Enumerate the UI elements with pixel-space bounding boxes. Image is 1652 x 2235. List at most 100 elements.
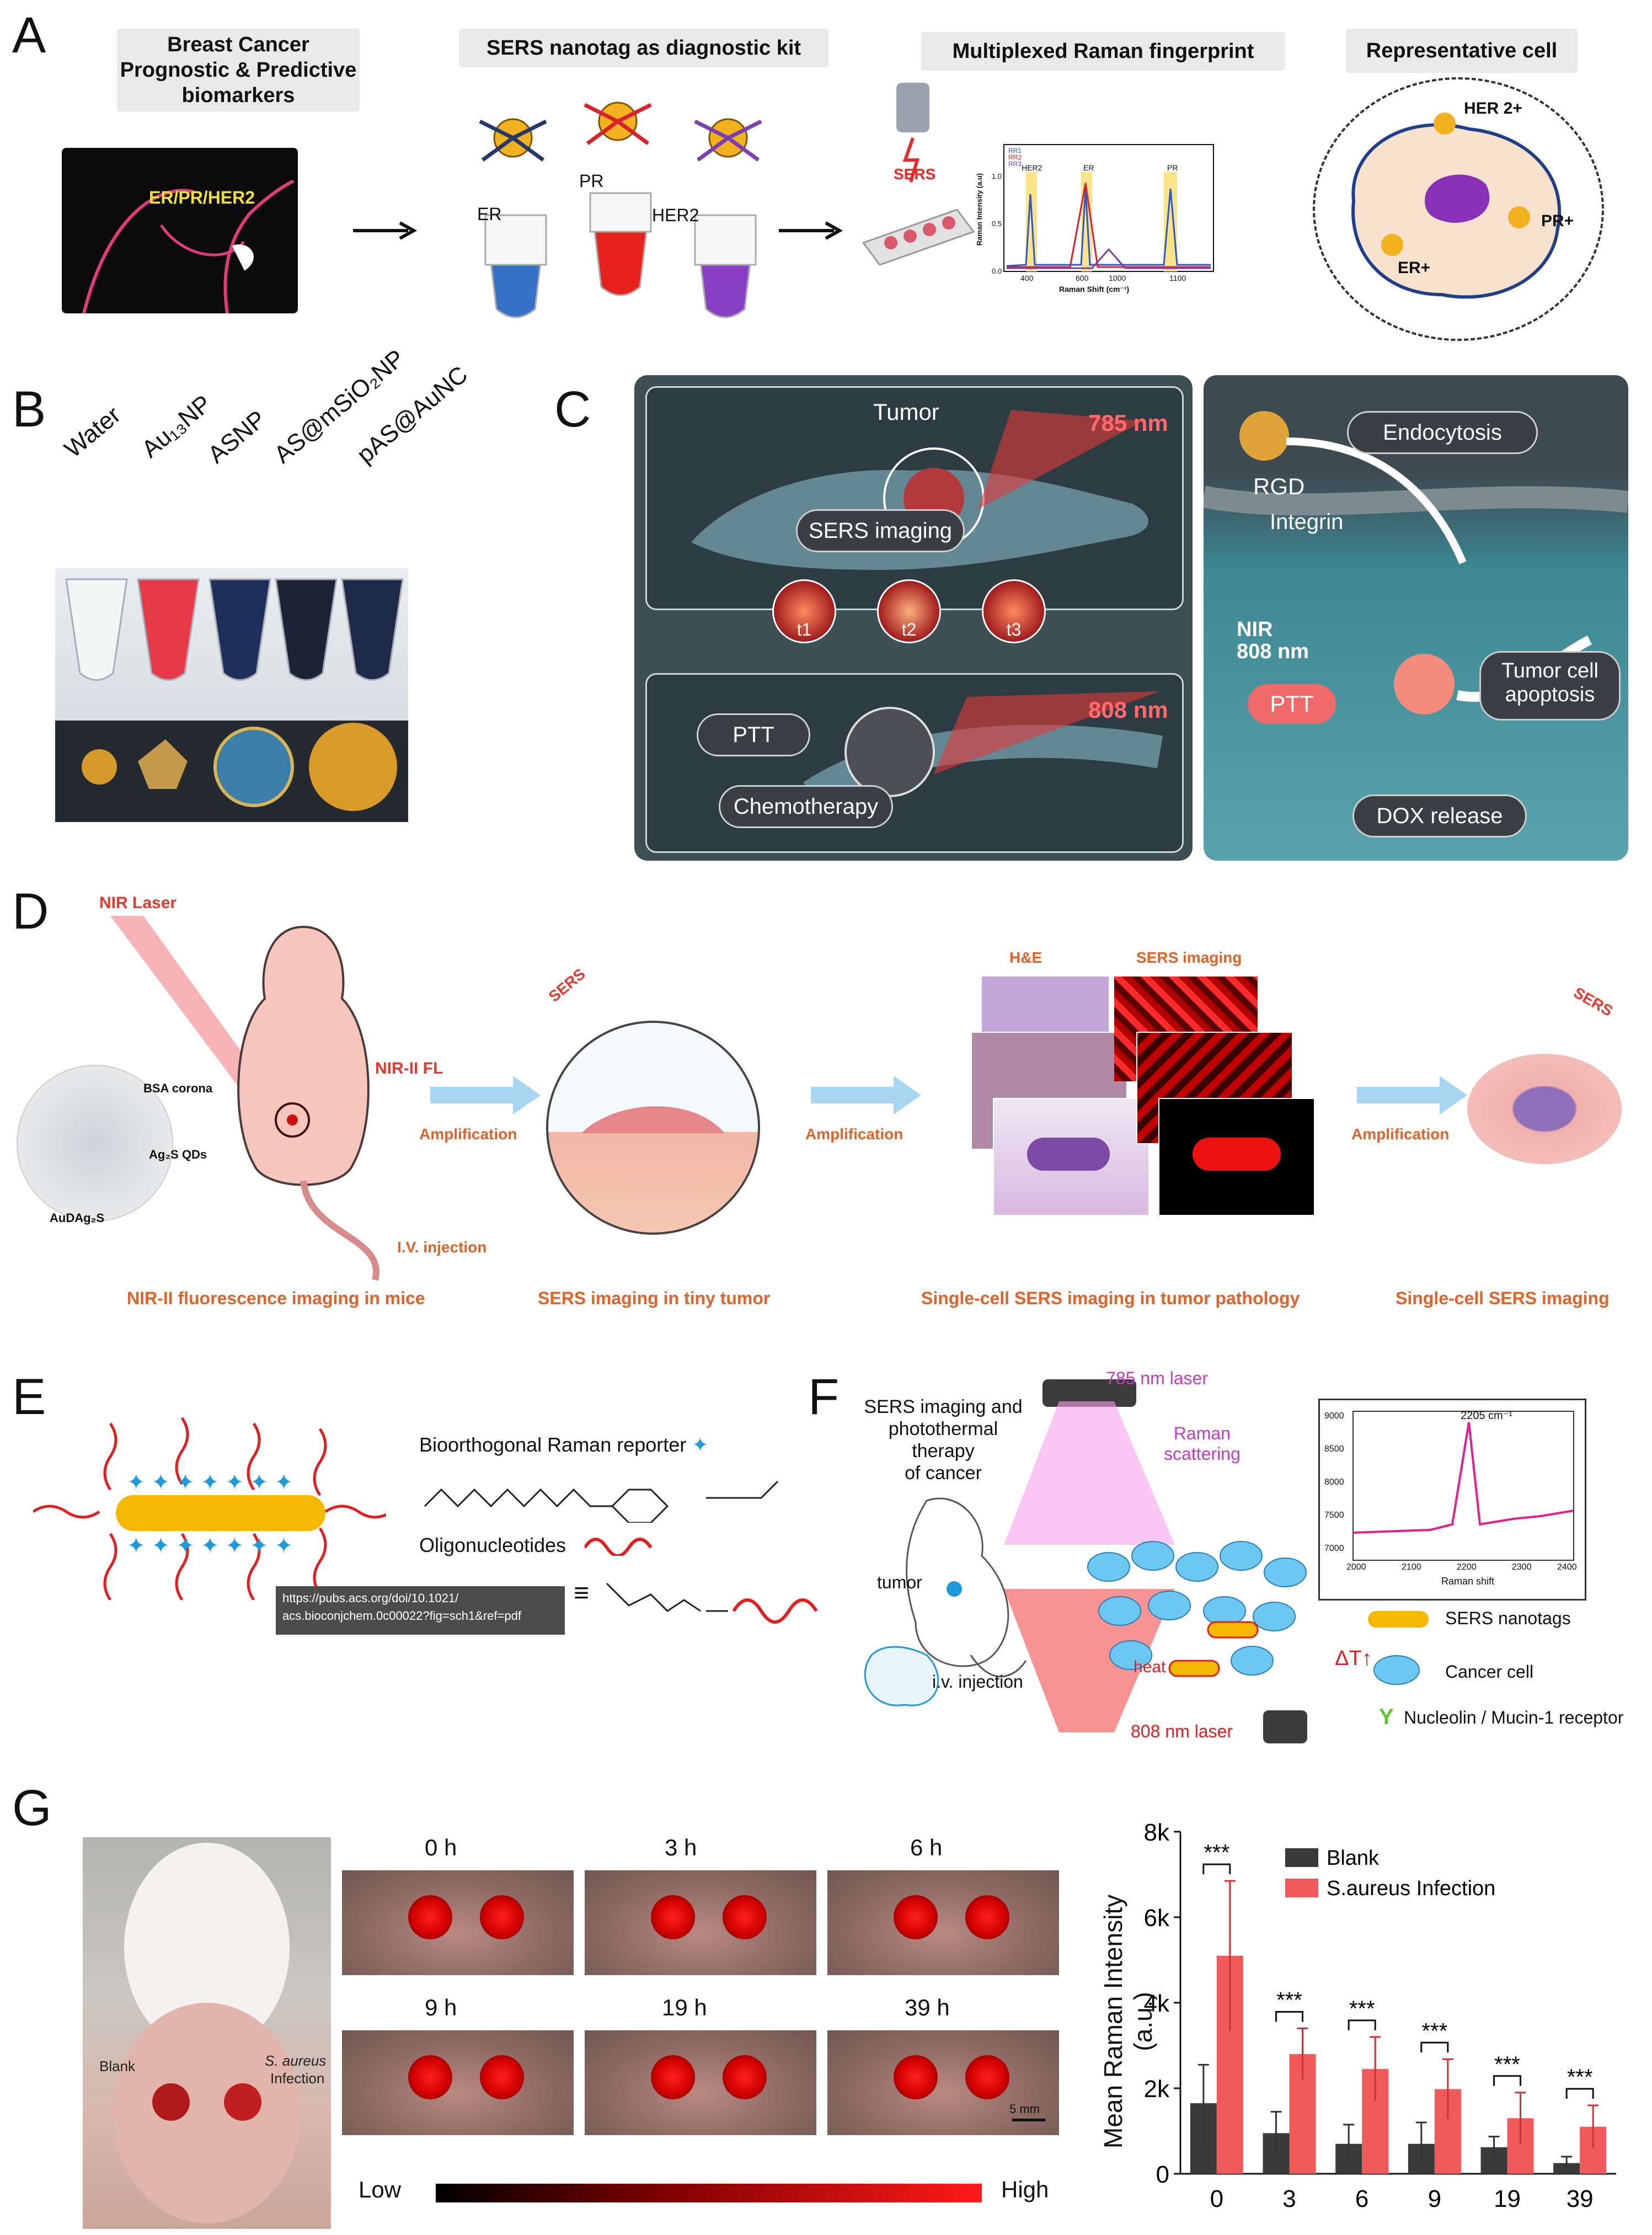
image-0h — [342, 1870, 574, 1975]
label-t3: t3 — [1006, 620, 1022, 639]
therapy-drawing — [803, 691, 1163, 810]
cancer-cells-cluster — [1087, 1541, 1307, 1677]
f-title-1: SERS imaging and — [864, 1396, 1023, 1417]
label-asnp: ASNP — [202, 405, 271, 469]
ytick-0: 0.0 — [992, 267, 1002, 275]
panel-label-b: B — [12, 381, 46, 438]
audag2s-nanoparticle — [17, 1065, 173, 1221]
breast-illustration: ER/PR/HER2 — [62, 148, 298, 314]
apoptosis-pill: Tumor cell apoptosis — [1479, 651, 1621, 721]
reporter-structure — [424, 1480, 779, 1523]
stained-cell — [1027, 1138, 1110, 1171]
sers-cell-spot — [1193, 1138, 1281, 1171]
legend-receptor-icon: Y — [1379, 1705, 1394, 1729]
caption-single-cell: Single-cell SERS imaging — [1396, 1288, 1610, 1308]
time-19h: 19 h — [662, 1994, 707, 2020]
scale-bar — [1012, 2119, 1045, 2121]
spot-blank — [894, 1895, 938, 1939]
y-tick-label: 8k — [1144, 1819, 1170, 1846]
nanorod-drawing: ✦ ✦ ✦ ✦ ✦ ✦ ✦✦ ✦ ✦ ✦ ✦ ✦ ✦ — [32, 1417, 393, 1601]
laser-808-label: 808 nm laser — [1131, 1721, 1233, 1741]
time-39h: 39 h — [905, 1994, 950, 2020]
spot-infection — [480, 1895, 524, 1939]
label-t1: t1 — [796, 620, 812, 639]
y-tick-label: 0 — [1156, 2161, 1169, 2188]
raman-scattering-label: Raman scattering — [1164, 1423, 1241, 1464]
blank-label: Blank — [99, 2058, 136, 2074]
url-line-2: acs.bioconjchem.0c00022?fig=sch1&ref=pdf — [282, 1609, 521, 1623]
inset-xtick-2000: 2000 — [1346, 1562, 1366, 1572]
f-title: SERS imaging and photothermal therapy of… — [855, 1396, 1031, 1484]
spot-blank — [894, 2055, 938, 2099]
laser-785: 785 nm — [1088, 410, 1168, 436]
mechanism-panel: Endocytosis RGD Integrin NIR 808 nm PTT … — [1204, 375, 1628, 861]
significance-bracket — [1275, 2011, 1303, 2022]
raman-line-1: Raman — [1173, 1423, 1231, 1443]
tiny-tumor-image — [546, 1021, 760, 1235]
tumor-label: Tumor — [873, 399, 939, 425]
diagnostic-kit-title: SERS nanotag as diagnostic kit — [486, 36, 801, 60]
biomarker-line-3: biomarkers — [181, 84, 295, 107]
laser-808-emitter — [1263, 1710, 1307, 1743]
label-t2: t2 — [901, 620, 917, 639]
cell-label-her2: HER 2+ — [1464, 99, 1522, 118]
mouse-imaging-box: Tumor 785 nm SERS imaging — [645, 386, 1184, 610]
x-tick-label: 9 — [1428, 2185, 1441, 2212]
mouse-photo: Blank S. aureus Infection — [83, 1837, 331, 2229]
colorbar-low: Low — [359, 2177, 402, 2202]
arrow-right-icon — [353, 221, 418, 240]
significance-bracket — [1565, 2088, 1594, 2099]
legend-label-blank: Blank — [1327, 1847, 1380, 1870]
x-tick-label: 6 — [1355, 2185, 1368, 2212]
nir-label: NIR — [1237, 618, 1273, 641]
delta-t-label: ΔT↑ — [1335, 1647, 1372, 1670]
time-9h: 9 h — [425, 1994, 457, 2020]
tubes-drawing — [479, 102, 762, 318]
raman-title: Multiplexed Raman fingerprint — [952, 40, 1254, 63]
significance-bracket — [1348, 2019, 1376, 2030]
laser-beams — [1004, 1401, 1175, 1732]
tube-label-her2: HER2 — [652, 205, 699, 225]
label-water: Water — [59, 401, 126, 463]
nir-fl-label: NIR-II FL — [375, 1059, 443, 1078]
oligo-label: Oligonucleotides — [419, 1534, 566, 1557]
ptt-badge: PTT — [1248, 684, 1336, 724]
sers-reader: SERS — [858, 77, 979, 309]
tube-photo-panel: Water Au₁₃NP ASNP AS@mSiO₂NP pAS@AuNC — [55, 344, 473, 828]
significance-bracket — [1202, 1863, 1231, 1875]
spot-infection — [723, 1895, 767, 1939]
time-6h: 6 h — [910, 1834, 943, 1860]
inset-ytick-7500: 7500 — [1324, 1511, 1344, 1520]
chemotherapy-pill: Chemotherapy — [719, 785, 893, 828]
x-tick-label: 0 — [1210, 2185, 1223, 2212]
apoptosis-line-2: apoptosis — [1505, 683, 1595, 706]
endocytosis-pill: Endocytosis — [1347, 411, 1538, 454]
peak-pr: PR — [1167, 163, 1178, 172]
colorbar-high: High — [1001, 2177, 1049, 2202]
amplification-arrow-2-icon — [811, 1076, 921, 1114]
amplification-arrow-3-icon — [1357, 1076, 1467, 1114]
tumor-bump — [581, 1106, 725, 1133]
spot-infection — [965, 1895, 1009, 1939]
significance-label: *** — [1421, 2019, 1447, 2043]
amplification-label-2: Amplification — [805, 1125, 903, 1143]
image-39h: 5 mm — [827, 2030, 1059, 2135]
time-0h: 0 h — [425, 1834, 457, 1860]
legend-swatch-infection — [1285, 1879, 1318, 1897]
inset-xtick-2300: 2300 — [1512, 1562, 1532, 1572]
f-title-3: of cancer — [905, 1463, 982, 1484]
tube-label-pr: PR — [579, 171, 604, 191]
spectrum-ylabel: Raman Intensity (a.u) — [975, 173, 984, 246]
significance-label: *** — [1276, 1988, 1302, 2013]
panel-label-f: F — [808, 1369, 840, 1425]
cell-drawing — [1351, 113, 1562, 299]
mechanism-drawing — [1204, 411, 1628, 714]
raman-inset-curve — [1352, 1411, 1574, 1561]
legend-swatch-blank — [1285, 1848, 1318, 1867]
biomarker-line-2: Prognostic & Predictive — [120, 58, 357, 82]
legend-rr1: RR1 — [1008, 147, 1022, 154]
nanotag-tubes: ER PR HER2 — [452, 83, 849, 326]
audag2s-label: AuDAg₂S — [50, 1211, 104, 1225]
legend-cancer-cell: Cancer cell — [1445, 1662, 1534, 1682]
